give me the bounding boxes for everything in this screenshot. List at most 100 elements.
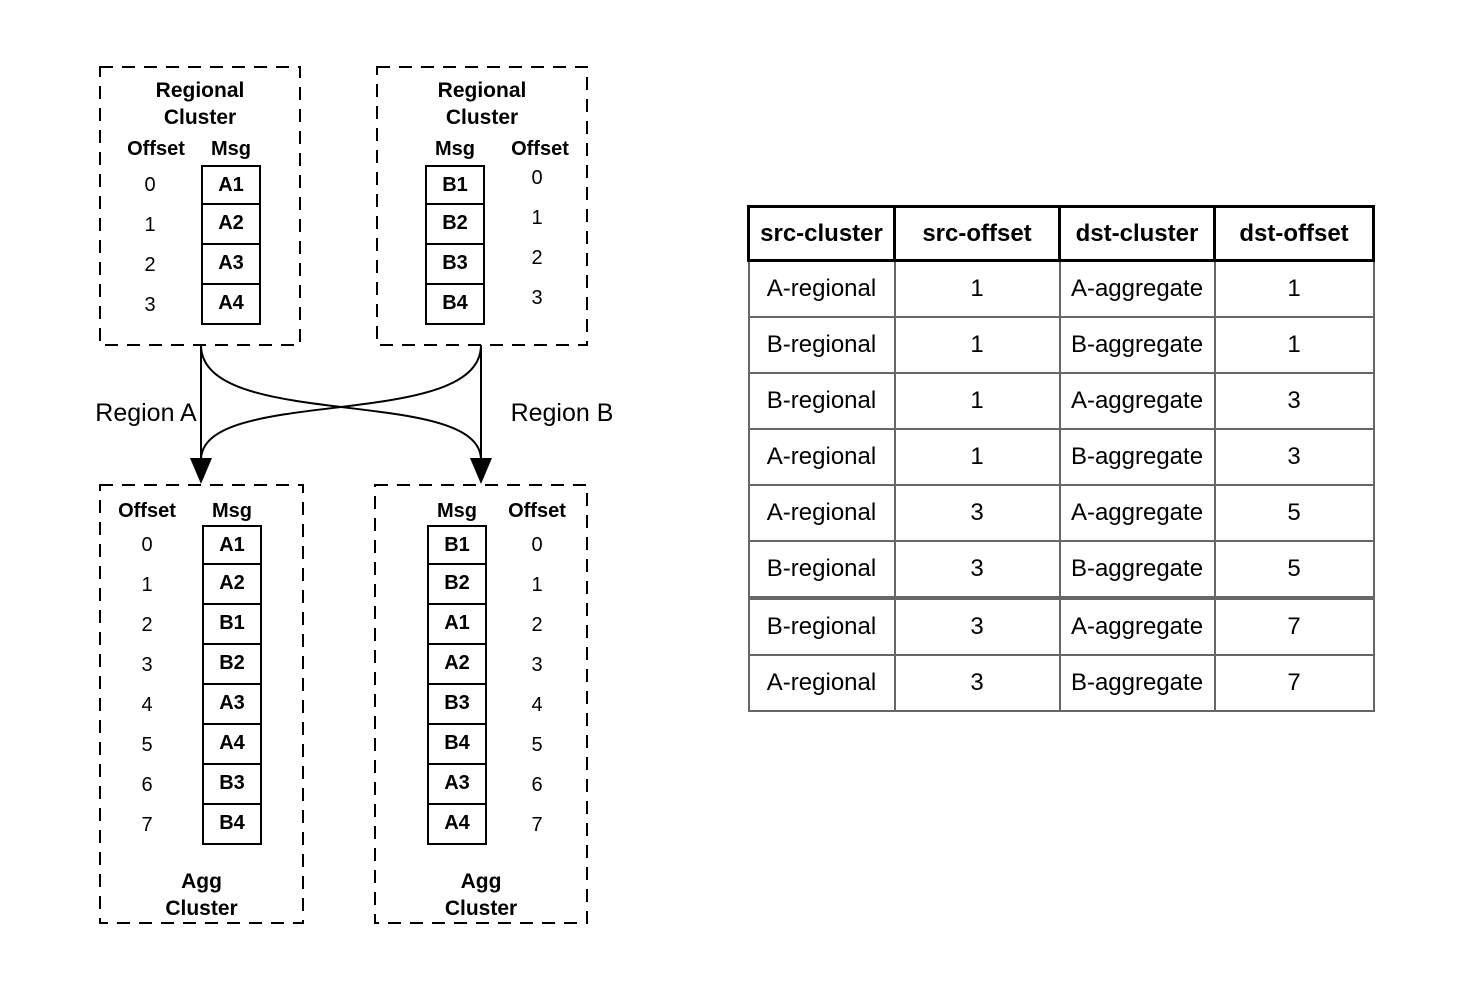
dst-cluster-cell: A-aggregate xyxy=(1058,372,1216,430)
regional-cluster-b-outline xyxy=(376,66,588,346)
agg-a-msg-header: Msg xyxy=(212,500,252,522)
arrow-a-to-agg-b-curve xyxy=(200,344,482,461)
msg-cell: A3 xyxy=(202,685,262,725)
offset-label: 1 xyxy=(531,207,543,229)
agg-a-offset-header: Offset xyxy=(118,500,176,522)
dst-cluster-cell: A-aggregate xyxy=(1058,597,1216,656)
dst-cluster-cell: B-aggregate xyxy=(1058,540,1216,600)
region-b-label: Region B xyxy=(510,399,614,427)
table-row: B-regional 1 A-aggregate 3 xyxy=(747,372,1375,430)
offset-label: 0 xyxy=(531,534,543,556)
src-cluster-cell: A-regional xyxy=(747,259,896,318)
column-header: src-offset xyxy=(893,205,1061,262)
msg-cell: A3 xyxy=(201,245,261,285)
column-header: dst-cluster xyxy=(1058,205,1216,262)
dst-cluster-cell: B-aggregate xyxy=(1058,316,1216,374)
agg-cluster-a-outline xyxy=(99,484,304,924)
dst-offset-cell: 5 xyxy=(1213,540,1375,600)
msg-cell: A2 xyxy=(427,645,487,685)
title-line: Regional xyxy=(437,79,527,102)
offset-label: 5 xyxy=(531,734,543,756)
dst-offset-cell: 3 xyxy=(1213,428,1375,486)
offset-label: 5 xyxy=(141,734,153,756)
dst-offset-cell: 7 xyxy=(1213,597,1375,656)
offset-label: 2 xyxy=(141,614,153,636)
msg-cell: B3 xyxy=(425,245,485,285)
msg-cell: B1 xyxy=(202,605,262,645)
table-row: B-regional 1 B-aggregate 1 xyxy=(747,316,1375,374)
offset-label: 4 xyxy=(531,694,543,716)
table-row: B-regional 3 A-aggregate 7 xyxy=(747,597,1375,656)
msg-cell: B4 xyxy=(202,805,262,845)
arrow-b-to-agg-a-curve xyxy=(200,344,482,461)
src-offset-cell: 1 xyxy=(893,428,1061,486)
src-cluster-cell: B-regional xyxy=(747,597,896,656)
msg-cell: A2 xyxy=(201,205,261,245)
src-offset-cell: 3 xyxy=(893,484,1061,542)
msg-cell: A2 xyxy=(202,565,262,605)
msg-cell: A3 xyxy=(427,765,487,805)
dst-offset-cell: 7 xyxy=(1213,654,1375,712)
src-offset-cell: 1 xyxy=(893,259,1061,318)
table-row: A-regional 3 A-aggregate 5 xyxy=(747,484,1375,542)
offset-label: 2 xyxy=(144,254,156,276)
table-header-row: src-cluster src-offset dst-cluster dst-o… xyxy=(747,205,1375,262)
src-cluster-cell: A-regional xyxy=(747,484,896,542)
agg-b-msg-stack: B1 B2 A1 A2 B3 B4 A3 A4 xyxy=(427,525,487,845)
region-a-label: Region A xyxy=(95,399,197,427)
title-line: Cluster xyxy=(445,106,519,129)
msg-cell: B1 xyxy=(427,525,487,565)
column-header: src-cluster xyxy=(747,205,896,262)
msg-cell: B4 xyxy=(427,725,487,765)
msg-cell: A4 xyxy=(427,805,487,845)
title-line: Cluster xyxy=(444,897,518,920)
title-line: Agg xyxy=(181,870,222,893)
agg-b-offset-header: Offset xyxy=(508,500,566,522)
offset-label: 3 xyxy=(144,294,156,316)
msg-cell: A4 xyxy=(201,285,261,325)
regional-b-msg-stack: B1 B2 B3 B4 xyxy=(425,165,485,325)
msg-cell: A4 xyxy=(202,725,262,765)
msg-cell: B3 xyxy=(427,685,487,725)
regional-a-offset-header: Offset xyxy=(127,138,185,160)
arrowhead-right-icon xyxy=(470,458,492,484)
title-line: Cluster xyxy=(165,897,238,920)
offset-label: 7 xyxy=(141,814,153,836)
msg-cell: A1 xyxy=(427,605,487,645)
offset-label: 6 xyxy=(141,774,153,796)
regional-a-msg-stack: A1 A2 A3 A4 xyxy=(201,165,261,325)
src-cluster-cell: A-regional xyxy=(747,428,896,486)
offset-label: 1 xyxy=(141,574,153,596)
offset-label: 0 xyxy=(144,174,156,196)
offset-label: 4 xyxy=(141,694,153,716)
regional-a-msg-header: Msg xyxy=(211,138,251,160)
offset-label: 0 xyxy=(141,534,153,556)
src-cluster-cell: B-regional xyxy=(747,540,896,600)
offset-label: 3 xyxy=(141,654,153,676)
offset-label: 2 xyxy=(531,614,543,636)
dst-offset-cell: 5 xyxy=(1213,484,1375,542)
agg-a-msg-stack: A1 A2 B1 B2 A3 A4 B3 B4 xyxy=(202,525,262,845)
arrowhead-left-icon xyxy=(190,458,212,484)
src-offset-cell: 3 xyxy=(893,654,1061,712)
title-line: Regional xyxy=(155,79,245,102)
src-offset-cell: 1 xyxy=(893,316,1061,374)
msg-cell: B2 xyxy=(202,645,262,685)
offset-mapping-table: src-cluster src-offset dst-cluster dst-o… xyxy=(747,205,1375,712)
src-cluster-cell: B-regional xyxy=(747,372,896,430)
dst-cluster-cell: A-aggregate xyxy=(1058,259,1216,318)
dst-offset-cell: 1 xyxy=(1213,259,1375,318)
msg-cell: A1 xyxy=(202,525,262,565)
dst-offset-cell: 1 xyxy=(1213,316,1375,374)
dst-offset-cell: 3 xyxy=(1213,372,1375,430)
msg-cell: B2 xyxy=(427,565,487,605)
msg-cell: A1 xyxy=(201,165,261,205)
offset-label: 0 xyxy=(531,167,543,189)
offset-label: 3 xyxy=(531,287,543,309)
table-row: A-regional 1 B-aggregate 3 xyxy=(747,428,1375,486)
table-row: B-regional 3 B-aggregate 5 xyxy=(747,540,1375,600)
